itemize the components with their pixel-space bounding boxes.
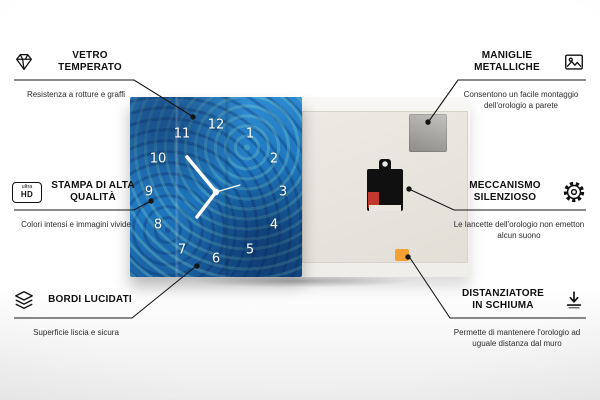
callout-header: MECCANISMO SILENZIOSO (452, 174, 586, 210)
foam-spacer (395, 249, 409, 261)
clock-number: 9 (144, 184, 154, 200)
callout-title: MECCANISMO SILENZIOSO (469, 179, 541, 203)
callout-header: VETRO TEMPERATO (12, 44, 140, 80)
clock-number: 4 (269, 217, 279, 233)
gear-icon (562, 180, 586, 204)
ultra-hd-icon-text: HD (20, 189, 34, 199)
polished-edges-icon (12, 288, 36, 312)
clock-number: 1 (245, 126, 255, 142)
callout-description: Consentono un facile montaggio dell'orol… (463, 90, 579, 111)
callout-title: MANIGLIE METALLICHE (474, 49, 540, 73)
ultra-hd-icon: ultra HD (12, 181, 42, 203)
clock-number: 12 (207, 117, 225, 133)
diamond-icon (12, 50, 36, 74)
callout-title: DISTANZIATORE IN SCHIUMA (461, 287, 545, 311)
callout-description: Resistenza a rotture e graffi (26, 90, 126, 99)
clock-number: 2 (269, 151, 279, 167)
picture-icon (562, 50, 586, 74)
callout-description: Le lancette dell'orologio non emetton al… (453, 220, 585, 241)
callout-header: MANIGLIE METALLICHE (456, 44, 586, 80)
clock-back-panel (302, 111, 468, 263)
callout-title: VETRO TEMPERATO (58, 49, 122, 73)
callout-meccanismo-silenzioso: MECCANISMO SILENZIOSO Le lancette dell'o… (452, 174, 586, 241)
spacer-arrow-icon (562, 288, 586, 312)
mechanism-battery-label (368, 192, 379, 208)
ultra-hd-icon-text: ultra (21, 184, 33, 191)
callout-distanziatore-schiuma: DISTANZIATORE IN SCHIUMA Permette di man… (448, 282, 586, 349)
clock-mechanism (367, 159, 403, 211)
callout-bordi-lucidati: BORDI LUCIDATI Superficie liscia e sicur… (12, 282, 140, 338)
clock-number: 6 (211, 251, 221, 267)
callout-header: BORDI LUCIDATI (12, 282, 140, 318)
callout-description: Colori intensi e immagini vivide (21, 220, 131, 229)
callout-description: Superficie liscia e sicura (33, 328, 119, 337)
callout-vetro-temperato: VETRO TEMPERATO Resistenza a rotture e g… (12, 44, 140, 100)
clock-number: 8 (153, 217, 163, 233)
metal-handle-plate (409, 114, 447, 152)
clock-number: 3 (278, 184, 288, 200)
clock-number: 11 (173, 126, 191, 142)
callout-header: ultra HD STAMPA DI ALTA QUALITÀ (12, 174, 140, 210)
mechanism-label (369, 205, 401, 211)
callout-maniglie-metalliche: MANIGLIE METALLICHE Consentono un facile… (456, 44, 586, 111)
clock-front-image: 12 1 2 3 4 5 6 7 8 9 10 11 (130, 97, 302, 277)
callout-description: Permette di mantenere l'orologio ad ugua… (453, 328, 581, 349)
callout-title: STAMPA DI ALTA QUALITÀ (51, 179, 135, 203)
clock-hands (185, 155, 241, 219)
clock-back-image (300, 97, 470, 277)
callout-header: DISTANZIATORE IN SCHIUMA (448, 282, 586, 318)
mechanism-hook (379, 159, 391, 171)
clock-number: 7 (177, 242, 187, 258)
callout-stampa-alta-qualita: ultra HD STAMPA DI ALTA QUALITÀ Colori i… (12, 174, 140, 230)
clock-number: 5 (245, 242, 255, 258)
clock-number: 10 (149, 151, 167, 167)
callout-title: BORDI LUCIDATI (48, 293, 132, 305)
